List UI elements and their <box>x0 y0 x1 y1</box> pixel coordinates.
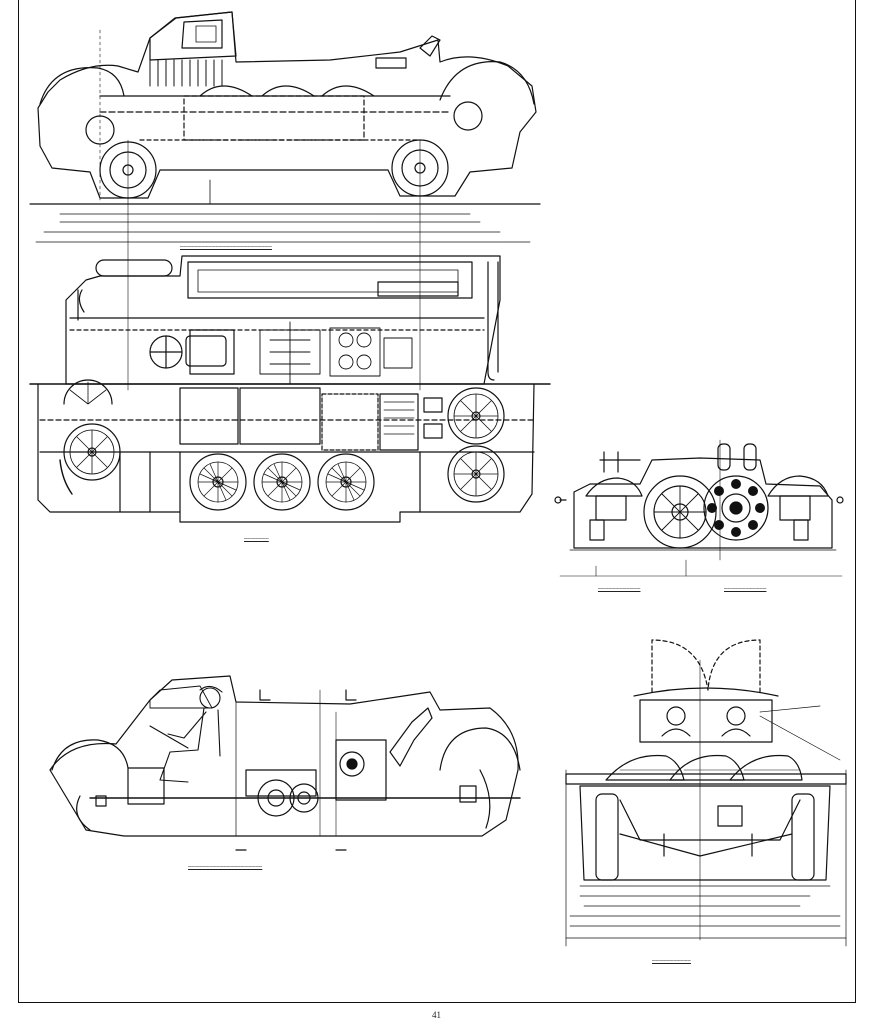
caption-section-aa: ‒‒‒‒‒‒‒‒‒‒‒‒ <box>598 586 641 592</box>
caption-section-bb: ‒‒‒‒‒‒‒‒‒‒‒‒ <box>724 586 767 592</box>
page-number: 41 <box>432 1010 441 1020</box>
front-elevation-view <box>565 639 847 947</box>
caption-side-elevation: ‒‒‒‒‒‒‒‒‒‒‒‒‒‒‒‒‒‒‒‒‒‒‒‒‒‒ <box>180 244 272 250</box>
sheet-border <box>18 0 856 1003</box>
half-plan-view <box>29 255 551 523</box>
caption-half-plan: ‒‒‒‒‒‒‒ <box>244 536 269 542</box>
center-section-view <box>49 675 521 851</box>
side-elevation-view <box>29 11 541 391</box>
caption-front-elevation: ‒‒‒‒‒‒‒‒‒‒‒ <box>652 958 691 964</box>
section-views-aa-bb <box>554 439 844 577</box>
fan-rotors <box>63 379 505 511</box>
driver-figure <box>149 685 223 783</box>
caption-center-section: ‒‒‒‒‒‒‒‒‒‒‒‒‒‒‒‒‒‒‒‒‒ <box>188 864 263 870</box>
